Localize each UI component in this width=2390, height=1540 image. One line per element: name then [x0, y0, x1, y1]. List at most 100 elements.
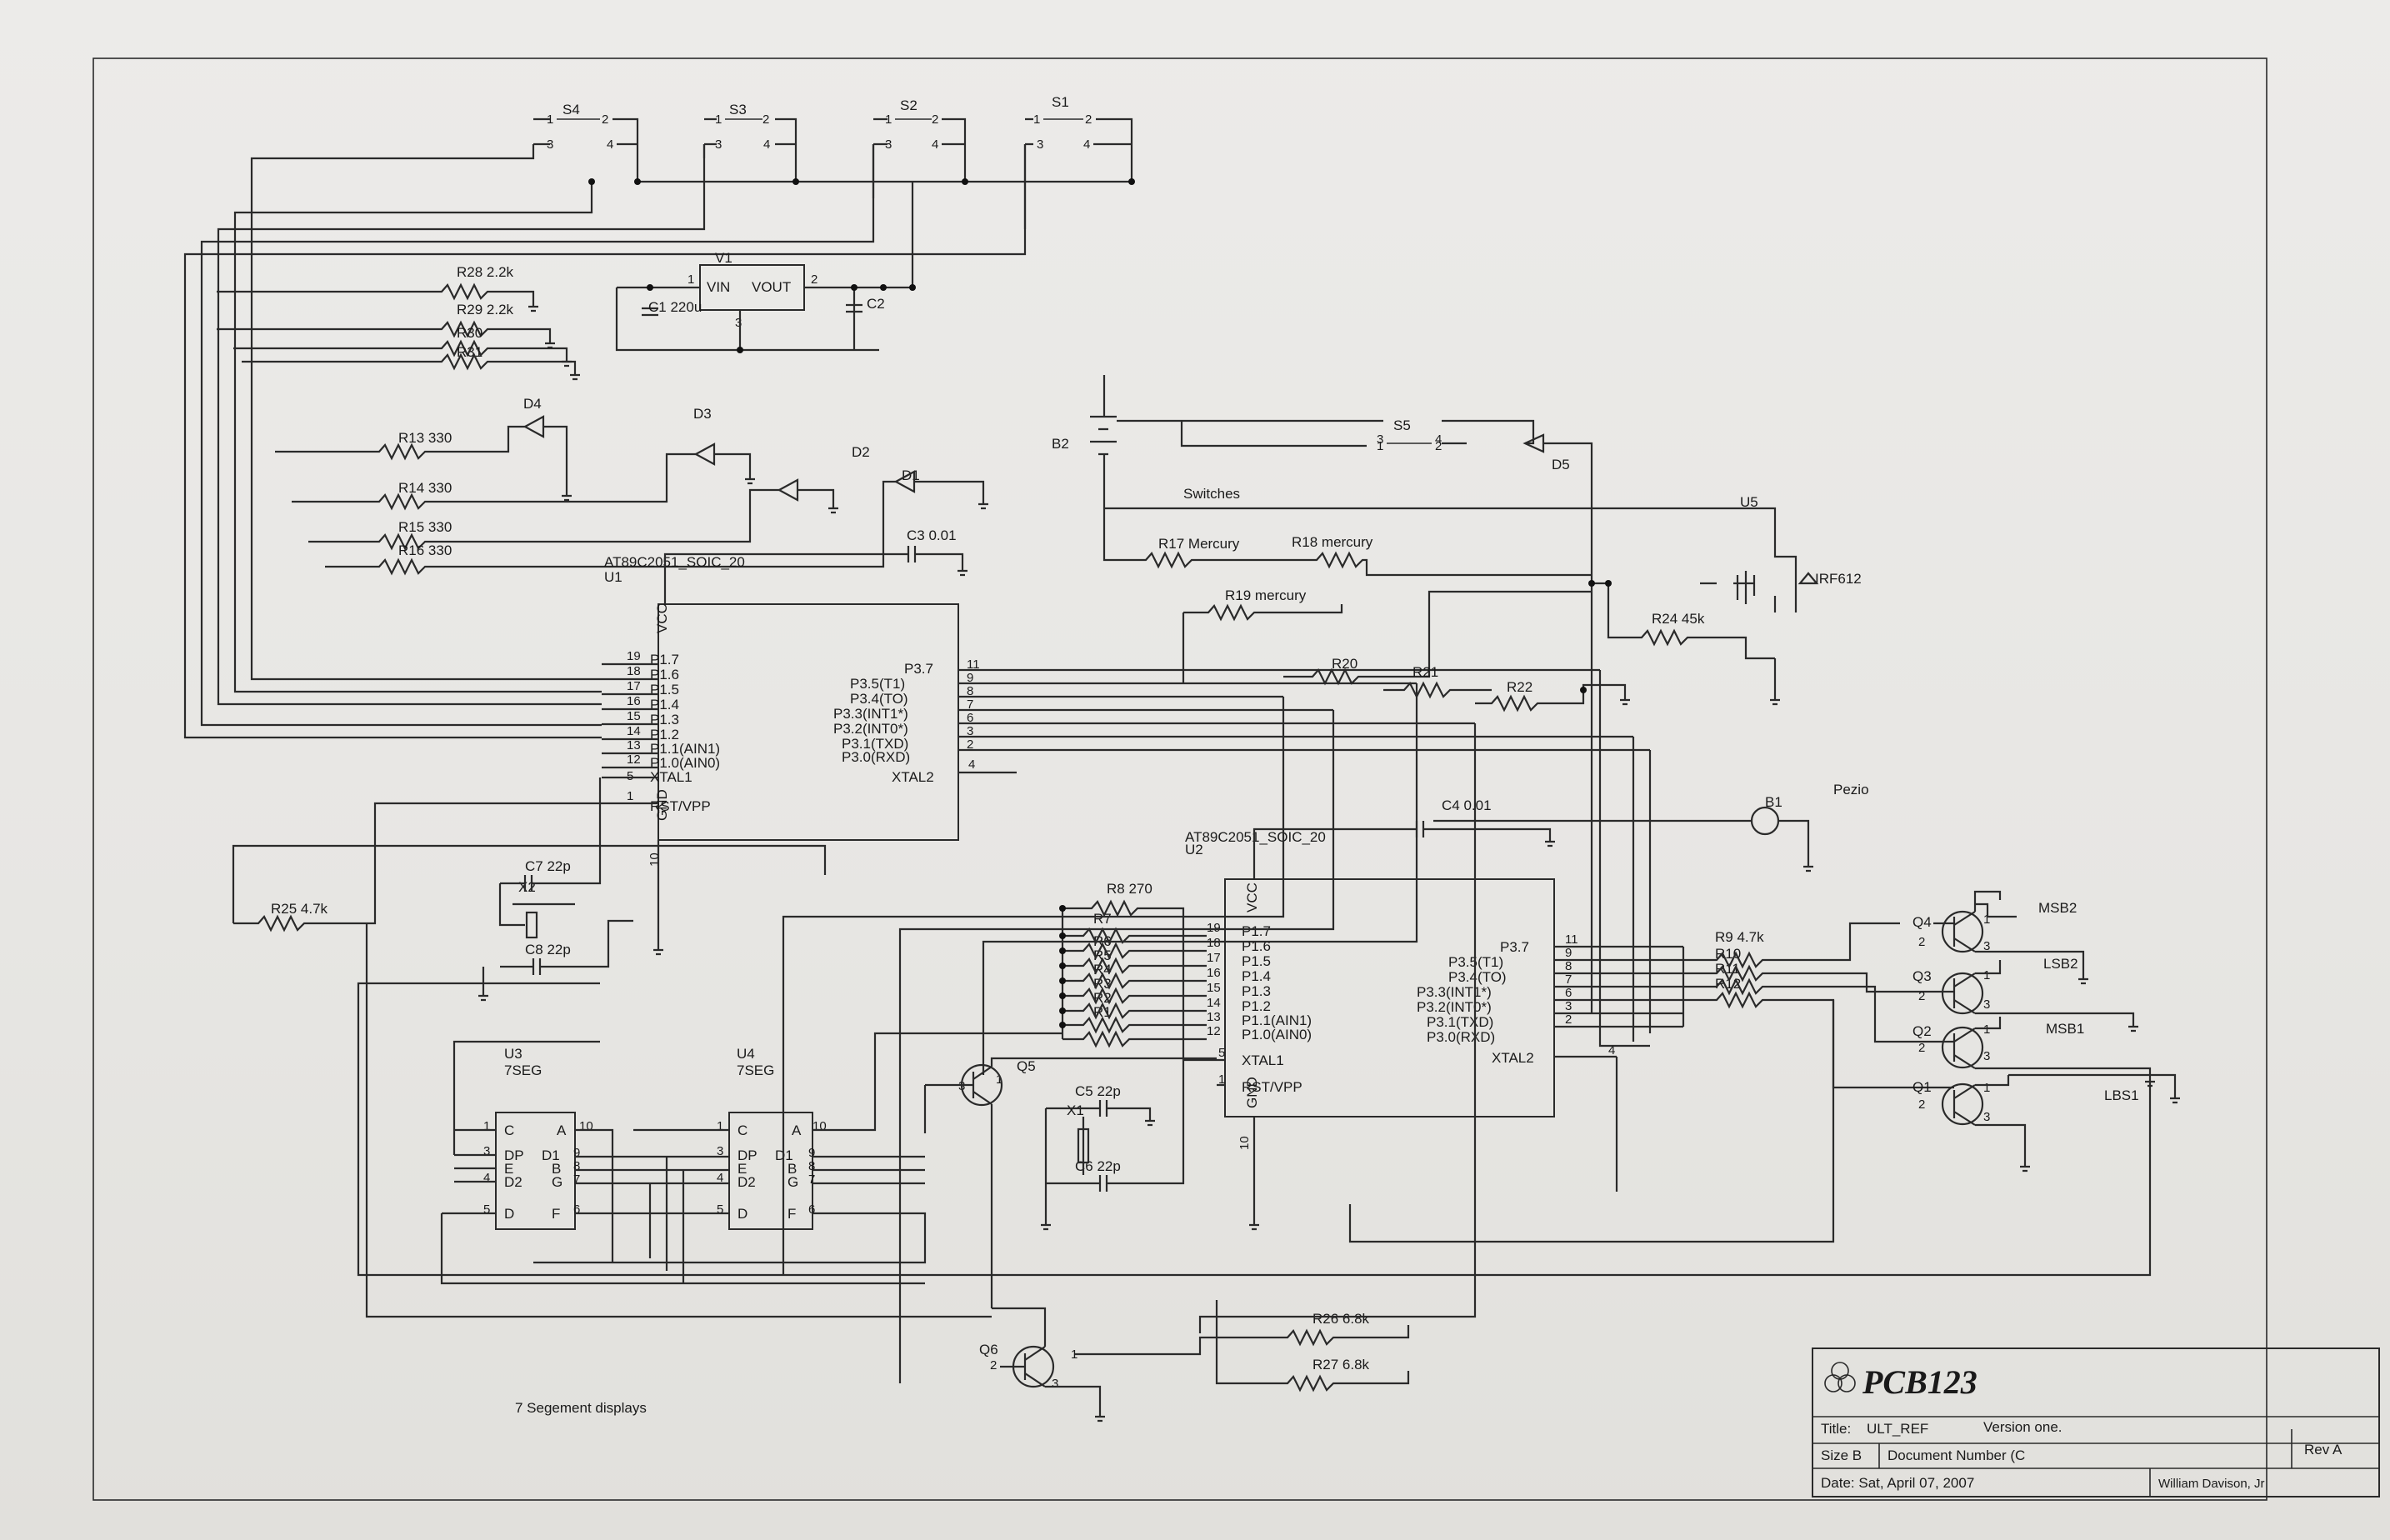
svg-text:R2: R2	[1093, 990, 1112, 1006]
svg-text:2: 2	[990, 1358, 997, 1372]
svg-text:P3.3(INT1*): P3.3(INT1*)	[833, 706, 908, 722]
led-d4: D4	[522, 396, 568, 496]
transistor-q2: Q2 2 1 3	[1912, 1017, 2152, 1082]
svg-text:7: 7	[1565, 972, 1572, 987]
svg-text:Q6: Q6	[979, 1342, 998, 1358]
svg-text:15: 15	[1207, 981, 1221, 995]
svg-text:R10: R10	[1715, 946, 1741, 962]
switch-s1: S1 1 2 3 4	[1033, 94, 1092, 152]
svg-text:VCC: VCC	[1244, 882, 1260, 912]
svg-text:R30: R30	[457, 325, 482, 341]
led-d2: D2	[777, 444, 870, 508]
svg-text:D1: D1	[542, 1148, 560, 1163]
svg-text:DP: DP	[504, 1148, 524, 1163]
pcb123-logo-icon	[1824, 1362, 1856, 1392]
svg-text:3: 3	[885, 138, 892, 152]
svg-text:Q3: Q3	[1912, 968, 1932, 984]
resistor-r19: R19 mercury	[1182, 588, 1343, 683]
svg-text:6: 6	[967, 711, 973, 725]
led-d1: D1	[893, 468, 985, 504]
svg-text:RST/VPP: RST/VPP	[650, 798, 711, 814]
svg-text:P1.1(AIN1): P1.1(AIN1)	[1242, 1012, 1312, 1028]
svg-text:VIN: VIN	[707, 279, 730, 295]
svg-text:GND: GND	[1244, 1077, 1260, 1108]
svg-text:RST/VPP: RST/VPP	[1242, 1079, 1302, 1095]
switch-s2: S2 1 2 3 4	[885, 98, 938, 152]
svg-text:11: 11	[967, 658, 980, 672]
svg-text:S3: S3	[729, 102, 747, 118]
svg-text:8: 8	[573, 1159, 580, 1173]
svg-text:P3.2(INT0*): P3.2(INT0*)	[833, 721, 908, 737]
svg-text:ULT_REF: ULT_REF	[1867, 1421, 1928, 1437]
svg-text:10: 10	[812, 1119, 827, 1133]
svg-text:3: 3	[735, 316, 742, 330]
svg-text:Pezio: Pezio	[1833, 782, 1869, 798]
svg-text:F: F	[788, 1206, 796, 1222]
crystal-x2: C7 22p X2 C8 22p	[482, 778, 633, 996]
svg-text:R31: R31	[457, 344, 482, 360]
svg-text:3: 3	[1983, 998, 1990, 1012]
battery-b2: B2	[1052, 375, 1117, 500]
svg-text:3: 3	[1565, 999, 1572, 1013]
svg-text:E: E	[738, 1161, 747, 1177]
svg-text:IRF612: IRF612	[1815, 571, 1862, 587]
svg-text:6: 6	[573, 1202, 580, 1217]
svg-text:5: 5	[717, 1202, 723, 1217]
svg-text:2: 2	[602, 112, 608, 127]
svg-text:VCC: VCC	[654, 603, 670, 633]
svg-text:13: 13	[627, 738, 641, 752]
svg-text:P3.7: P3.7	[1500, 939, 1529, 955]
svg-text:P1.2: P1.2	[1242, 998, 1271, 1014]
svg-text:10: 10	[648, 852, 662, 867]
svg-text:P1.6: P1.6	[1242, 938, 1271, 954]
svg-text:P3.2(INT0*): P3.2(INT0*)	[1417, 999, 1492, 1015]
svg-text:P1.0(AIN0): P1.0(AIN0)	[650, 755, 720, 771]
svg-text:3: 3	[967, 724, 973, 738]
svg-text:C: C	[738, 1122, 748, 1138]
resistor-r20: R20	[1283, 590, 1592, 686]
svg-text:V1: V1	[715, 250, 732, 266]
svg-text:S2: S2	[900, 98, 918, 113]
svg-text:P1.5: P1.5	[1242, 953, 1271, 969]
capacitor-c1: C1 220u	[642, 299, 702, 317]
svg-text:3: 3	[1052, 1377, 1058, 1391]
svg-text:3: 3	[1983, 1110, 1990, 1124]
svg-text:U3: U3	[504, 1046, 522, 1062]
svg-text:R24 45k: R24 45k	[1652, 611, 1705, 627]
svg-text:1: 1	[1983, 968, 1990, 982]
svg-text:D1: D1	[902, 468, 920, 483]
svg-text:P3.5(T1): P3.5(T1)	[850, 676, 905, 692]
switch-wiring	[183, 118, 1135, 739]
svg-text:P1.7: P1.7	[1242, 923, 1271, 939]
crystal-x1: C5 22p X1 C6 22p	[1044, 1060, 1185, 1225]
svg-text:10: 10	[579, 1119, 593, 1133]
svg-text:S1: S1	[1052, 94, 1069, 110]
svg-text:P3.0(RXD): P3.0(RXD)	[1427, 1029, 1495, 1045]
svg-text:1: 1	[717, 1119, 723, 1133]
svg-text:5: 5	[1218, 1046, 1225, 1060]
svg-text:U4: U4	[737, 1046, 755, 1062]
svg-text:E: E	[504, 1161, 513, 1177]
svg-text:1: 1	[688, 272, 694, 287]
svg-text:R18 mercury: R18 mercury	[1292, 534, 1373, 550]
capacitor-c4: C4 0.01	[1408, 798, 1552, 842]
diode-d5: D5	[1522, 433, 1593, 1012]
svg-text:X1: X1	[1067, 1102, 1084, 1118]
resistor-r16: R16 330	[325, 480, 896, 576]
svg-text:19: 19	[1207, 921, 1221, 935]
svg-text:3: 3	[1983, 1049, 1990, 1063]
svg-text:B: B	[552, 1161, 561, 1177]
switch-s4: S4 1 2 3 4	[547, 102, 613, 152]
svg-text:2: 2	[1918, 1041, 1925, 1055]
svg-text:17: 17	[1207, 951, 1221, 965]
svg-text:18: 18	[627, 664, 641, 678]
svg-text:P3.4(TO): P3.4(TO)	[1448, 969, 1507, 985]
svg-text:2: 2	[1918, 989, 1925, 1003]
transistor-q6: Q6 2 1 3	[979, 1307, 1102, 1417]
svg-text:P1.1(AIN1): P1.1(AIN1)	[650, 741, 720, 757]
svg-text:G: G	[788, 1174, 798, 1190]
svg-text:2: 2	[1565, 1012, 1572, 1027]
